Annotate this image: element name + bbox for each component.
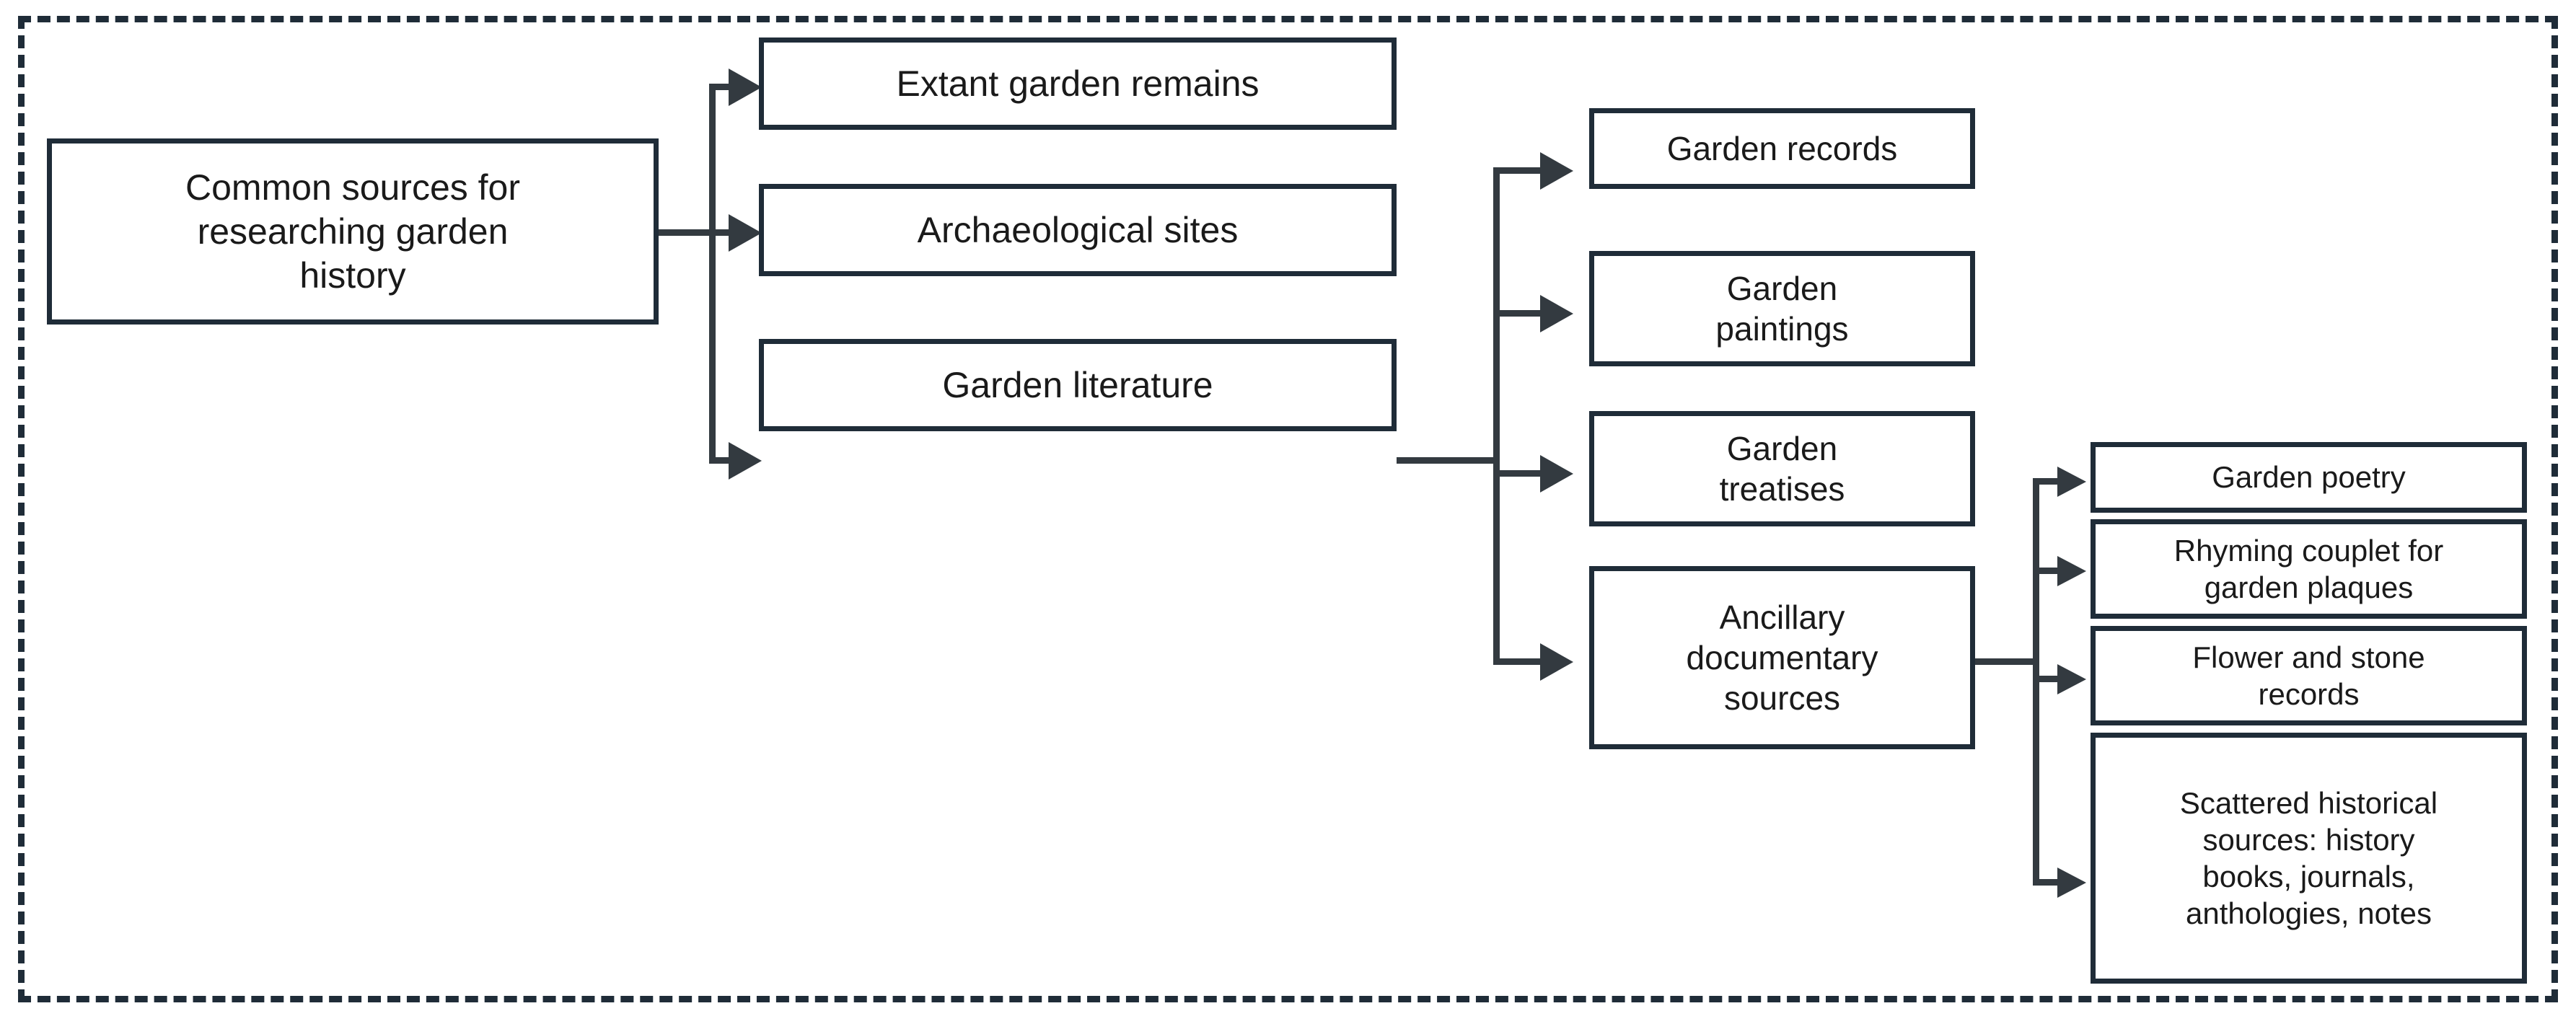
connector-ancillary-to-flowerstone: [2033, 676, 2072, 682]
arrowhead-literature-to-paintings: [1540, 295, 1573, 332]
node-garden-records[interactable]: Garden records: [1589, 108, 1975, 189]
node-archaeological-sites[interactable]: Archaeological sites: [759, 184, 1397, 276]
node-flower-and-stone-records[interactable]: Flower and stone records: [2091, 626, 2527, 725]
arrowhead-root-to-archaeological: [729, 214, 762, 252]
node-garden-poetry[interactable]: Garden poetry: [2091, 442, 2527, 513]
node-flower-and-stone-records-label: Flower and stone records: [2192, 640, 2425, 711]
node-garden-literature[interactable]: Garden literature: [759, 339, 1397, 431]
node-garden-paintings[interactable]: Garden paintings: [1589, 251, 1975, 366]
node-garden-records-label: Garden records: [1666, 129, 1898, 167]
connector-root-to-extant: [709, 84, 740, 90]
connector-ancillary-to-couplet: [2033, 568, 2072, 574]
connector-ancillary-trunk: [1975, 658, 2039, 665]
node-rhyming-couplet-label: Rhyming couplet for garden plaques: [2173, 533, 2444, 604]
node-root-label: Common sources for researching garden hi…: [185, 167, 521, 296]
node-garden-treatises-label: Garden treatises: [1719, 429, 1845, 508]
node-ancillary-documentary-sources-label: Ancillary documentary sources: [1686, 598, 1878, 718]
connector-literature-to-ancillary: [1493, 658, 1549, 665]
arrowhead-ancillary-to-scattered: [2057, 868, 2086, 898]
connector-root-trunk: [659, 229, 715, 236]
arrowhead-ancillary-to-couplet: [2057, 556, 2086, 586]
node-root[interactable]: Common sources for researching garden hi…: [47, 138, 659, 325]
arrowhead-literature-to-ancillary: [1540, 643, 1573, 681]
node-garden-poetry-label: Garden poetry: [2212, 460, 2406, 495]
connector-ancillary-to-poetry: [2033, 478, 2072, 485]
node-archaeological-sites-label: Archaeological sites: [917, 209, 1239, 250]
connector-literature-to-treatises: [1493, 470, 1549, 477]
connector-root-to-literature: [709, 457, 740, 464]
node-garden-literature-label: Garden literature: [942, 364, 1213, 405]
connector-root-spine: [709, 84, 716, 464]
node-garden-paintings-label: Garden paintings: [1715, 269, 1849, 348]
node-garden-treatises[interactable]: Garden treatises: [1589, 411, 1975, 526]
arrowhead-ancillary-to-poetry: [2057, 467, 2086, 497]
node-rhyming-couplet[interactable]: Rhyming couplet for garden plaques: [2091, 519, 2527, 619]
connector-literature-trunk: [1397, 457, 1500, 464]
arrowhead-root-to-literature: [729, 442, 762, 480]
node-extant-garden-remains-label: Extant garden remains: [896, 63, 1260, 104]
arrowhead-literature-to-records: [1540, 152, 1573, 190]
arrowhead-root-to-extant: [729, 69, 762, 106]
connector-root-to-archaeological: [709, 229, 740, 236]
node-extant-garden-remains[interactable]: Extant garden remains: [759, 37, 1397, 130]
node-scattered-historical-sources[interactable]: Scattered historical sources: history bo…: [2091, 733, 2527, 984]
connector-literature-to-records: [1493, 167, 1549, 174]
connector-literature-spine: [1493, 167, 1500, 665]
node-ancillary-documentary-sources[interactable]: Ancillary documentary sources: [1589, 566, 1975, 749]
connector-literature-to-paintings: [1493, 310, 1549, 317]
node-scattered-historical-sources-label: Scattered historical sources: history bo…: [2179, 785, 2438, 931]
connector-ancillary-to-scattered: [2033, 879, 2072, 886]
arrowhead-literature-to-treatises: [1540, 455, 1573, 493]
arrowhead-ancillary-to-flowerstone: [2057, 664, 2086, 694]
